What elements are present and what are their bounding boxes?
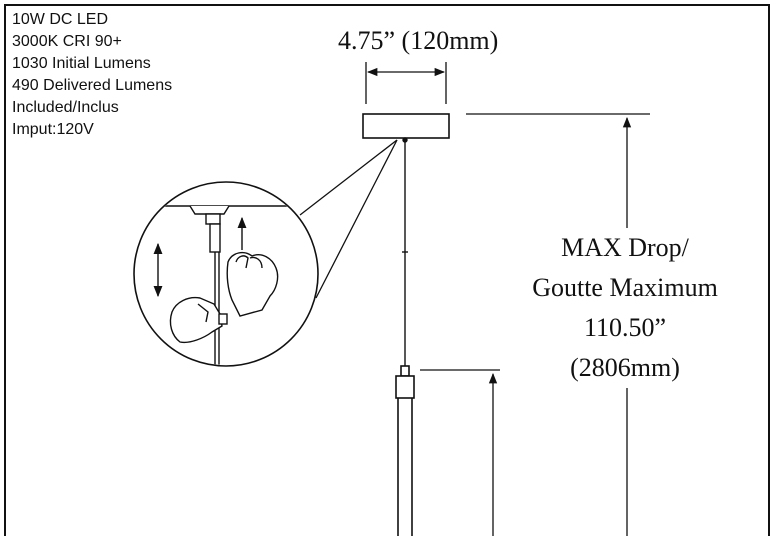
detail-callout-leader bbox=[299, 139, 398, 299]
max-drop-label: MAX Drop/ Goutte Maximum 110.50” (2806mm… bbox=[500, 228, 750, 388]
drawing-frame bbox=[4, 4, 770, 536]
spec-color-temp: 3000K CRI 90+ bbox=[12, 33, 122, 50]
width-label: 4.75” (120mm) bbox=[338, 26, 499, 55]
canopy bbox=[362, 113, 450, 139]
max-drop-line-1: MAX Drop/ bbox=[500, 228, 750, 268]
spec-included: Included/Inclus bbox=[12, 99, 119, 116]
spec-wattage: 10W DC LED bbox=[12, 11, 109, 28]
width-dimension bbox=[365, 62, 447, 104]
spec-initial-lumens: 1030 Initial Lumens bbox=[12, 55, 151, 72]
pendant-tube bbox=[395, 365, 415, 536]
tube-dimension bbox=[420, 369, 515, 536]
max-drop-line-4: (2806mm) bbox=[500, 348, 750, 388]
spec-list: 10W DC LED 3000K CRI 90+ 1030 Initial Lu… bbox=[12, 9, 172, 141]
spec-delivered-lumens: 490 Delivered Lumens bbox=[12, 77, 173, 94]
suspension-cable bbox=[402, 137, 408, 368]
max-drop-line-2: Goutte Maximum bbox=[500, 268, 750, 308]
max-drop-line-3: 110.50” bbox=[500, 308, 750, 348]
adjustment-detail bbox=[133, 181, 319, 367]
spec-input: Imput:120V bbox=[12, 121, 94, 138]
